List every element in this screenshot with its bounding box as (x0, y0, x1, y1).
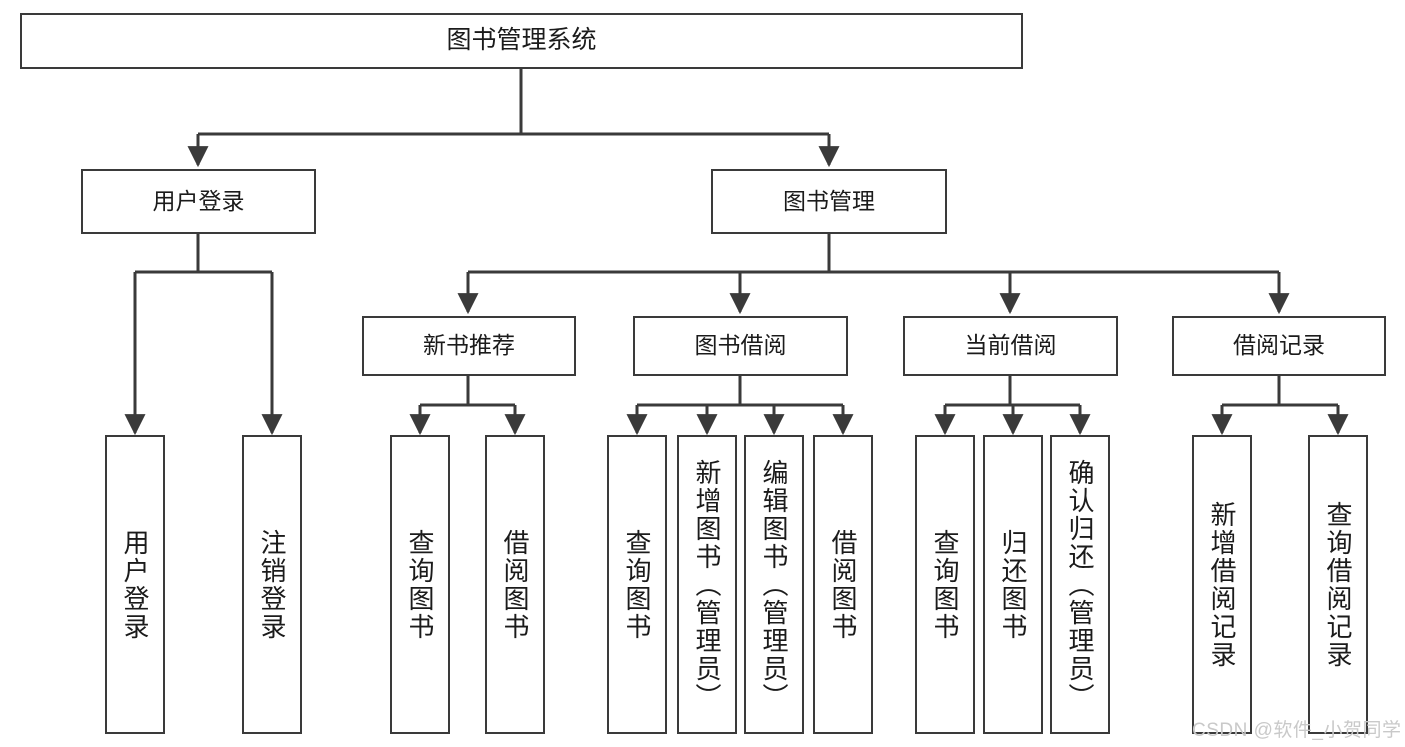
node-leaf-return-book-label: 归还图书 (998, 528, 1028, 641)
node-leaf-edit-book-label: 编辑图书（管理员） (759, 458, 789, 711)
node-leaf-confirm-return-label: 确认归还（管理员） (1065, 458, 1095, 711)
node-book-management-label: 图书管理 (783, 187, 875, 214)
node-user-login-label: 用户登录 (152, 187, 245, 214)
node-new-book-recommend[interactable]: 新书推荐 (362, 316, 576, 376)
node-leaf-borrow-book-1-label: 借阅图书 (500, 528, 530, 641)
node-book-management[interactable]: 图书管理 (711, 169, 947, 234)
node-leaf-add-book[interactable]: 新增图书（管理员） (677, 435, 737, 734)
node-leaf-query-borrow-record-label: 查询借阅记录 (1323, 500, 1353, 669)
node-leaf-add-borrow-record-label: 新增借阅记录 (1207, 500, 1237, 669)
node-leaf-query-book-2-label: 查询图书 (622, 528, 652, 641)
node-leaf-user-login-label: 用户登录 (120, 528, 150, 641)
node-leaf-logout-login[interactable]: 注销登录 (242, 435, 302, 734)
node-leaf-query-book-1-label: 查询图书 (405, 528, 435, 641)
node-current-borrow[interactable]: 当前借阅 (903, 316, 1118, 376)
csdn-watermark: CSDN @软件_小贺同学 (1192, 720, 1402, 741)
node-current-borrow-label: 当前借阅 (964, 332, 1057, 359)
node-root-system[interactable]: 图书管理系统 (20, 13, 1023, 69)
node-book-borrow-label: 图书借阅 (694, 332, 787, 359)
node-leaf-add-book-label: 新增图书（管理员） (692, 458, 722, 711)
node-leaf-borrow-book-2-label: 借阅图书 (828, 528, 858, 641)
node-leaf-query-book-3-label: 查询图书 (930, 528, 960, 641)
node-leaf-add-borrow-record[interactable]: 新增借阅记录 (1192, 435, 1252, 734)
node-leaf-query-book-1[interactable]: 查询图书 (390, 435, 450, 734)
node-leaf-logout-login-label: 注销登录 (257, 528, 287, 641)
node-root-system-label: 图书管理系统 (446, 26, 597, 55)
node-leaf-query-book-2[interactable]: 查询图书 (607, 435, 667, 734)
node-leaf-query-book-3[interactable]: 查询图书 (915, 435, 975, 734)
node-user-login[interactable]: 用户登录 (81, 169, 316, 234)
node-leaf-query-borrow-record[interactable]: 查询借阅记录 (1308, 435, 1368, 734)
node-leaf-return-book[interactable]: 归还图书 (983, 435, 1043, 734)
node-borrow-record[interactable]: 借阅记录 (1172, 316, 1386, 376)
node-leaf-edit-book[interactable]: 编辑图书（管理员） (744, 435, 804, 734)
node-leaf-borrow-book-1[interactable]: 借阅图书 (485, 435, 545, 734)
node-leaf-user-login[interactable]: 用户登录 (105, 435, 165, 734)
node-leaf-borrow-book-2[interactable]: 借阅图书 (813, 435, 873, 734)
node-new-book-recommend-label: 新书推荐 (423, 332, 515, 359)
node-leaf-confirm-return[interactable]: 确认归还（管理员） (1050, 435, 1110, 734)
node-borrow-record-label: 借阅记录 (1233, 332, 1325, 359)
node-book-borrow[interactable]: 图书借阅 (633, 316, 848, 376)
